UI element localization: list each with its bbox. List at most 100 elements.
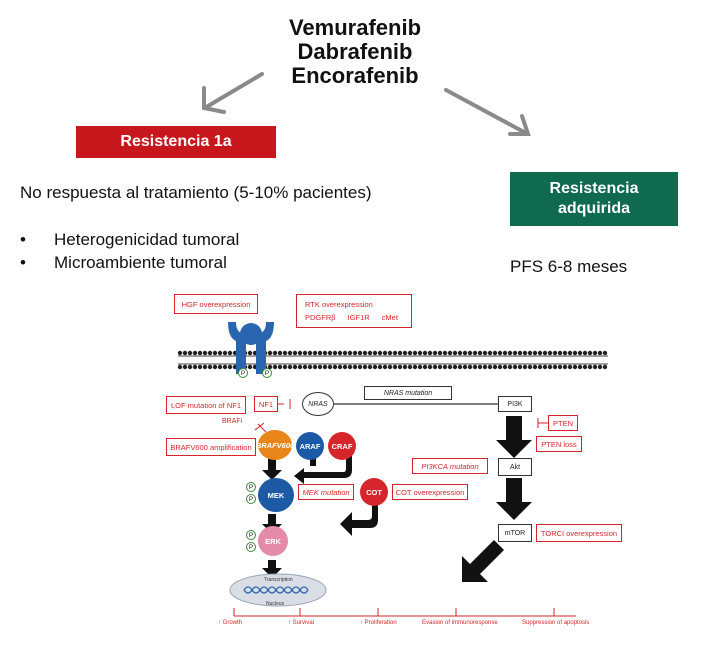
lipid-head: [517, 364, 523, 370]
lipid-head: [297, 350, 303, 356]
braf-amplification-box: BRAFV600 amplification: [166, 438, 256, 456]
lipid-head: [492, 350, 498, 356]
lipid-head: [507, 364, 513, 370]
lipid-head: [282, 364, 288, 370]
lipid-head: [302, 364, 308, 370]
rtk-item: PDGFRβ: [305, 313, 336, 322]
lipid-head: [342, 364, 348, 370]
lipid-head: [217, 350, 223, 356]
lipid-head: [317, 350, 323, 356]
lipid-head: [482, 350, 488, 356]
outcome-label: Suppression of apoptosis: [522, 620, 590, 626]
lipid-head: [602, 364, 608, 370]
lipid-head: [572, 364, 578, 370]
lipid-head: [587, 350, 593, 356]
resistance-primary-label: Resistencia 1a: [76, 126, 276, 158]
lipid-head: [187, 350, 193, 356]
arrow-left-shaft: [206, 72, 264, 108]
lipid-head: [557, 364, 563, 370]
lipid-head: [417, 350, 423, 356]
lipid-head: [567, 364, 573, 370]
lipid-head: [562, 350, 568, 356]
lipid-head: [462, 364, 468, 370]
lipid-head: [472, 364, 478, 370]
lipid-head: [502, 350, 508, 356]
lipid-head: [487, 350, 493, 356]
lipid-head: [452, 364, 458, 370]
lipid-head: [442, 350, 448, 356]
lipid-head: [437, 350, 443, 356]
lipid-head: [522, 364, 528, 370]
lipid-head: [362, 364, 368, 370]
arrow-right-head: [508, 114, 531, 136]
brafi-label: BRAFi: [222, 418, 243, 425]
lipid-head: [527, 364, 533, 370]
lipid-head: [202, 364, 208, 370]
phosphate-icon: P: [238, 368, 248, 378]
lipid-head: [502, 364, 508, 370]
nras-mutation-box: NRAS mutation: [364, 386, 452, 400]
nucleus-icon: [229, 573, 327, 607]
lipid-head: [512, 364, 518, 370]
lipid-head: [177, 364, 183, 370]
lipid-head: [337, 364, 343, 370]
no-response-text: No respuesta al tratamiento (5-10% pacie…: [20, 183, 372, 202]
drug-name: Dabrafenib: [297, 39, 413, 64]
lipid-head: [602, 350, 608, 356]
nras-node: NRAS: [302, 392, 334, 416]
lipid-head: [592, 350, 598, 356]
cot-overexpression-box: COT overexpression: [392, 484, 468, 500]
lipid-head: [552, 350, 558, 356]
lipid-head: [227, 364, 233, 370]
lipid-head: [587, 364, 593, 370]
lipid-head: [537, 364, 543, 370]
lipid-head: [492, 364, 498, 370]
mtor-box: mTOR: [498, 524, 532, 542]
lipid-head: [507, 350, 513, 356]
list-item: •Heterogenicidad tumoral: [20, 230, 240, 249]
lipid-head: [182, 350, 188, 356]
lipid-head: [367, 350, 373, 356]
lipid-head: [317, 364, 323, 370]
lipid-head: [472, 350, 478, 356]
outcome-label: Evasion of immunoresponse: [422, 620, 498, 626]
lipid-head: [212, 350, 218, 356]
lipid-head: [327, 364, 333, 370]
lipid-head: [392, 350, 398, 356]
lipid-head: [222, 364, 228, 370]
phosphate-icon: P: [246, 482, 256, 492]
lipid-head: [567, 350, 573, 356]
lipid-head: [557, 350, 563, 356]
lipid-head: [382, 350, 388, 356]
lipid-head: [562, 364, 568, 370]
lipid-head: [277, 350, 283, 356]
lipid-head: [447, 364, 453, 370]
lipid-head: [422, 364, 428, 370]
mek-node: MEK: [258, 478, 294, 512]
lipid-head: [427, 350, 433, 356]
phosphate-icon: P: [246, 494, 256, 504]
lipid-head: [402, 350, 408, 356]
arrow-right-shaft: [444, 88, 526, 134]
lipid-head: [457, 350, 463, 356]
lipid-head: [267, 350, 273, 356]
list-item: •Microambiente tumoral: [20, 253, 227, 272]
lipid-head: [362, 350, 368, 356]
lipid-head: [297, 364, 303, 370]
lipid-head: [532, 350, 538, 356]
lipid-head: [357, 350, 363, 356]
outcome-label: ↑ Survival: [288, 620, 315, 626]
lipid-head: [467, 350, 473, 356]
phosphate-icon: P: [246, 542, 256, 552]
lipid-head: [547, 364, 553, 370]
lipid-head: [302, 350, 308, 356]
lipid-head: [512, 350, 518, 356]
lipid-head: [357, 364, 363, 370]
lipid-head: [452, 350, 458, 356]
lipid-head: [397, 350, 403, 356]
lipid-head: [377, 350, 383, 356]
lipid-head: [272, 350, 278, 356]
lipid-head: [247, 350, 253, 356]
lipid-head: [577, 364, 583, 370]
